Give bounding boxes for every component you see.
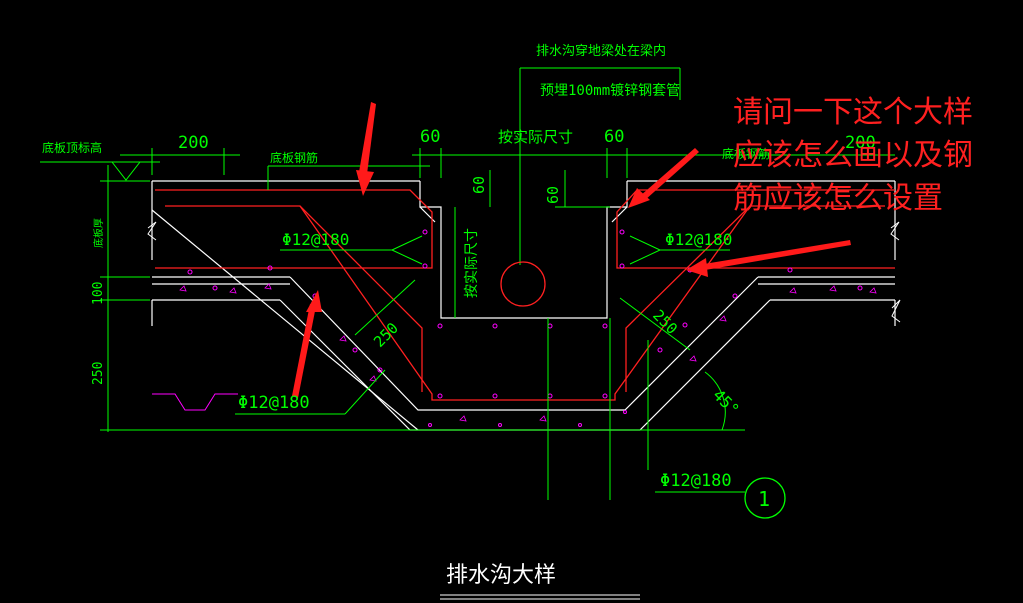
slab-rebar-right-label: 底板钢筋 xyxy=(722,146,770,161)
question-line-2: 应该怎么画以及钢 xyxy=(733,138,973,173)
dim-200-right: 200 xyxy=(845,133,876,153)
rebar-bottom-right-label: Φ12@180 xyxy=(660,471,732,491)
section-mark-number: 1 xyxy=(758,487,770,511)
slab-top-elevation-label: 底板顶标高 xyxy=(42,140,102,155)
actual-size-vertical-label: 按实际尺寸 xyxy=(464,228,480,298)
break-marks xyxy=(147,221,901,323)
cushion-hatch xyxy=(179,283,877,422)
rebar-lines xyxy=(155,189,895,401)
arrow-top-left xyxy=(358,102,376,182)
slab-thickness-label: 底板厚 xyxy=(92,218,105,248)
question-line-1: 请问一下这个大样 xyxy=(733,95,973,130)
arrow-top-left-head xyxy=(356,170,374,196)
angle-label: 45° xyxy=(709,385,743,419)
question-line-3: 筋应该怎么设置 xyxy=(733,181,943,216)
drawing-title: 排水沟大样 xyxy=(446,563,556,588)
arrow-right-lower-head xyxy=(686,258,708,277)
waterstop-detail xyxy=(152,393,238,411)
dim-60-left: 60 xyxy=(420,127,440,147)
rebar-right-label: Φ12@180 xyxy=(665,230,732,249)
note-line-2: 预埋100mm镀锌钢套管 xyxy=(540,82,680,99)
dim-100: 100 xyxy=(91,282,106,305)
note-line-1: 排水沟穿地梁处在梁内 xyxy=(536,43,666,59)
arrow-bottom-left-head xyxy=(306,290,322,312)
dimension-lines xyxy=(40,67,895,500)
arrow-right-lower xyxy=(704,240,851,270)
dim-60-vertical-a: 60 xyxy=(470,176,488,194)
dim-250-diag-right: 250 xyxy=(649,306,681,338)
actual-size-top-label: 按实际尺寸 xyxy=(498,128,573,146)
rebar-bottom-left-label: Φ12@180 xyxy=(238,393,310,413)
arrow-right-upper-head xyxy=(628,188,650,208)
section-mark-circle xyxy=(744,477,786,519)
rebar-dots xyxy=(187,229,863,427)
dim-250-diag-left: 250 xyxy=(370,319,402,351)
slab-rebar-label: 底板钢筋 xyxy=(270,150,318,165)
dim-200-left: 200 xyxy=(178,133,209,153)
title-underline xyxy=(440,594,640,600)
arrow-bottom-left xyxy=(292,304,316,398)
dim-250-left: 250 xyxy=(91,362,106,385)
annotation-arrows xyxy=(292,102,851,398)
pipe-sleeve-circle xyxy=(500,261,546,307)
dim-60-vertical-b: 60 xyxy=(544,186,562,204)
rebar-left-label: Φ12@180 xyxy=(282,230,349,249)
arrow-right-upper xyxy=(640,148,699,200)
dim-60-right: 60 xyxy=(604,127,624,147)
